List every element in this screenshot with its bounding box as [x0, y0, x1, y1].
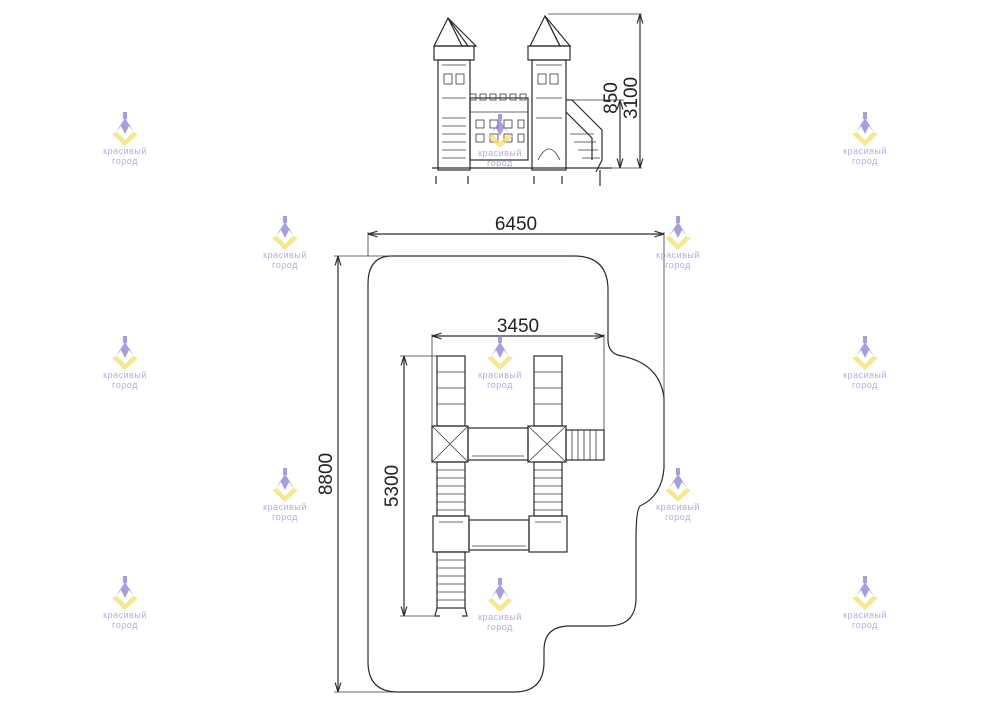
watermark-logo-icon [272, 216, 298, 250]
dim-inner-height: 5300 [382, 465, 403, 507]
watermark-line2: город [112, 380, 138, 390]
watermarks: красивый город красивый город красивый г… [103, 112, 887, 632]
watermark-logo-icon [665, 468, 691, 502]
left-tower [433, 16, 478, 184]
watermark-line2: город [272, 512, 298, 522]
watermark: красивый город [843, 336, 887, 390]
dim-total-height: 8800 [316, 453, 337, 495]
watermark-line2: город [852, 380, 878, 390]
watermark-line1: красивый [103, 370, 147, 380]
watermark: красивый город [263, 468, 307, 522]
dim-top-width: 6450 [495, 214, 537, 235]
watermark: красивый город [478, 578, 522, 632]
watermark-logo-icon [487, 336, 513, 370]
watermark-logo-icon [852, 112, 878, 146]
watermark-line1: красивый [656, 502, 700, 512]
watermark-line1: красивый [103, 610, 147, 620]
watermark-logo-icon [272, 468, 298, 502]
watermark-line1: красивый [263, 250, 307, 260]
watermark-line2: город [112, 620, 138, 630]
watermark-line1: красивый [843, 610, 887, 620]
watermark-line2: город [487, 158, 513, 168]
watermark-line1: красивый [478, 370, 522, 380]
watermark-line2: город [665, 260, 691, 270]
watermark-line2: город [112, 156, 138, 166]
watermark-line1: красивый [656, 250, 700, 260]
watermark-line2: город [665, 512, 691, 522]
dim-inner-width: 3450 [497, 316, 539, 337]
plan-stairs [565, 429, 605, 461]
right-column [527, 355, 567, 517]
watermark-line2: город [852, 620, 878, 630]
dim-elevation-platform: 850 [601, 82, 622, 114]
watermark-line2: город [852, 156, 878, 166]
watermark-logo-icon [112, 112, 138, 146]
dim-elevation-total: 3100 [621, 77, 642, 119]
watermark: красивый город [843, 576, 887, 630]
watermark-logo-icon [112, 576, 138, 610]
bottom-ladder [434, 551, 468, 617]
watermark-line1: красивый [478, 612, 522, 622]
watermark-line2: город [272, 260, 298, 270]
watermark: красивый город [103, 336, 147, 390]
elevation-stairs [565, 99, 603, 186]
watermark-logo-icon [487, 114, 513, 148]
watermark-line2: город [487, 380, 513, 390]
safety-zone [367, 255, 665, 693]
watermark-line2: город [487, 622, 513, 632]
watermark: красивый город [103, 112, 147, 166]
lower-platform [432, 515, 568, 553]
watermark-logo-icon [852, 576, 878, 610]
watermark-logo-icon [852, 336, 878, 370]
elevation-view: 3100 850 [432, 13, 642, 186]
watermark-line1: красивый [843, 146, 887, 156]
watermark: красивый город [263, 216, 307, 270]
watermark-logo-icon [112, 336, 138, 370]
watermark: красивый город [478, 336, 522, 390]
watermark-line1: красивый [103, 146, 147, 156]
watermark: красивый город [656, 216, 700, 270]
watermark: красивый город [103, 576, 147, 630]
watermark-line1: красивый [478, 148, 522, 158]
plan-view: 6450 3450 8800 5300 [316, 214, 665, 693]
watermark-logo-icon [665, 216, 691, 250]
watermark: красивый город [656, 468, 700, 522]
watermark-line1: красивый [843, 370, 887, 380]
watermark: красивый город [478, 114, 522, 168]
left-column [431, 355, 469, 517]
watermark-logo-icon [487, 578, 513, 612]
right-tower [527, 14, 572, 184]
watermark-line1: красивый [263, 502, 307, 512]
watermark: красивый город [843, 112, 887, 166]
